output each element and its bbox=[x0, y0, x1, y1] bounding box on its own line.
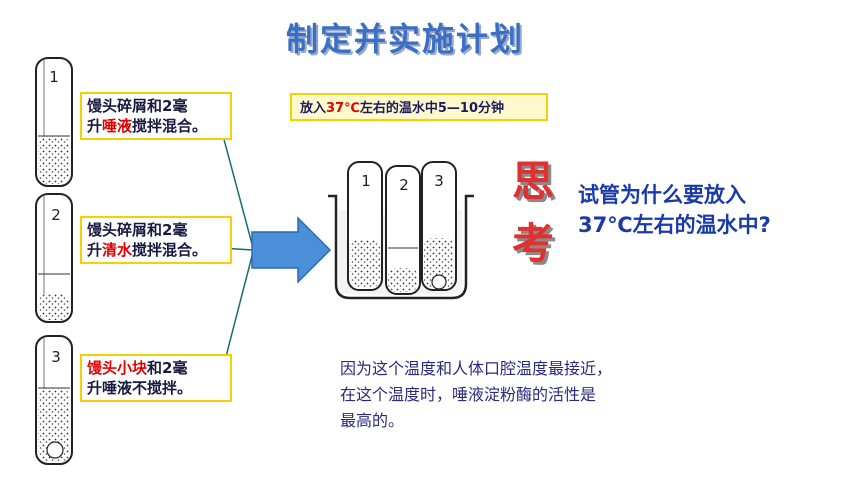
think-char-1: 思 bbox=[512, 157, 555, 206]
tube-1-label: 馒头碎屑和2毫 升唾液搅拌混合。 bbox=[80, 92, 232, 140]
page-title: 制定并实施计划 bbox=[285, 20, 524, 58]
test-tube-2: 2 bbox=[35, 193, 73, 323]
arrow-icon bbox=[251, 216, 332, 284]
test-tube-1: 1 bbox=[35, 57, 73, 187]
water-bath-instruction: 放入37℃左右的温水中5—10分钟 bbox=[290, 93, 548, 121]
tube-2-number: 2 bbox=[51, 206, 61, 224]
tube-3-number: 3 bbox=[51, 348, 61, 366]
water-bath-beaker: 1 2 3 bbox=[328, 161, 474, 300]
think-char-2: 考 bbox=[512, 219, 555, 268]
beaker-tube-2-number: 2 bbox=[399, 176, 409, 194]
question-text: 试管为什么要放入 37℃左右的温水中? bbox=[578, 183, 771, 237]
beaker-tube-3-number: 3 bbox=[434, 172, 444, 190]
explanation-text: 因为这个温度和人体口腔温度最接近， 在这个温度时，唾液淀粉酶的活性是 最高的。 bbox=[340, 359, 613, 430]
tube-1-number: 1 bbox=[49, 68, 59, 86]
test-tube-3: 3 bbox=[35, 335, 73, 465]
beaker-tube-1-number: 1 bbox=[361, 172, 371, 190]
tube-3-label: 馒头小块和2毫 升唾液不搅拌。 bbox=[80, 354, 232, 402]
tube-2-label: 馒头碎屑和2毫 升清水搅拌混合。 bbox=[80, 216, 232, 264]
